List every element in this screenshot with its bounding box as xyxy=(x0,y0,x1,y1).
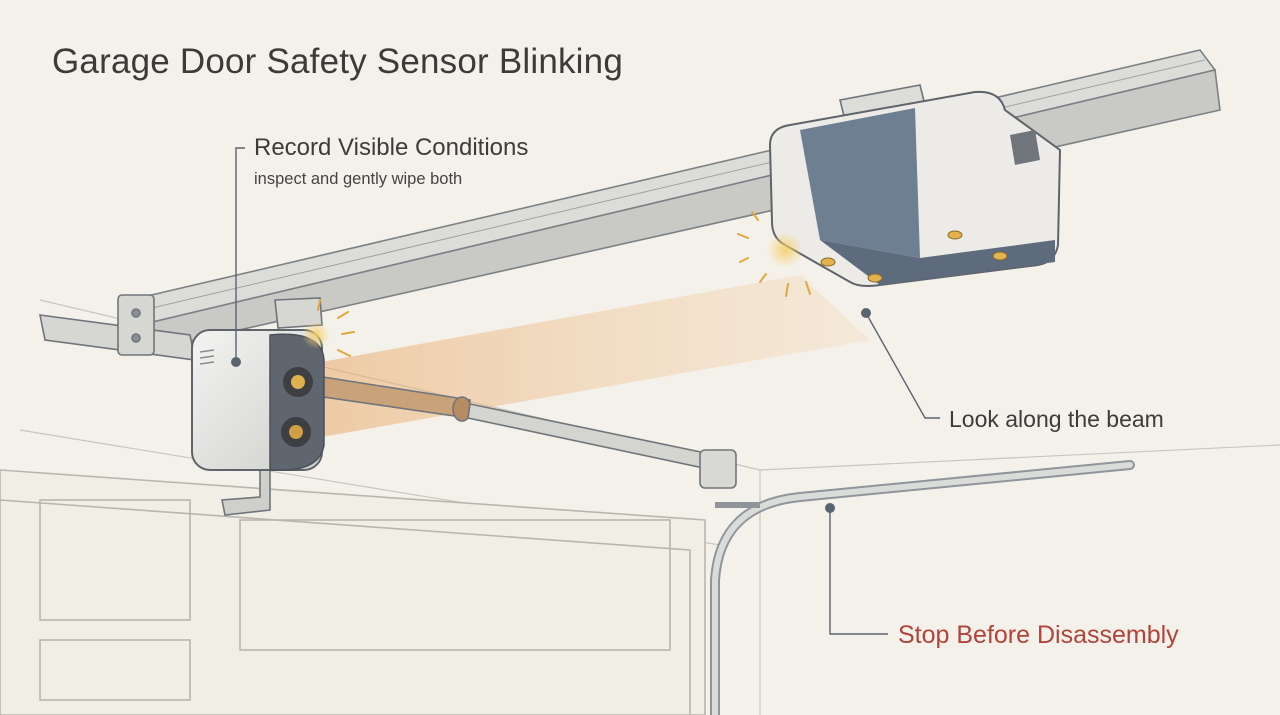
door-track-icon xyxy=(710,460,1135,715)
callout-stop-label: Stop Before Disassembly xyxy=(898,621,1179,649)
callout-record-dot xyxy=(231,357,241,367)
garage-door-icon xyxy=(0,469,706,715)
callout-stop-dot xyxy=(825,503,835,513)
callout-record-leader xyxy=(235,147,245,360)
header-bracket xyxy=(38,294,323,361)
callout-beam-leader xyxy=(865,312,940,419)
light-beam-icon xyxy=(305,275,870,440)
callout-stop-leader xyxy=(829,508,888,635)
callout-record-label: Record Visible Conditions xyxy=(254,134,529,161)
page-title: Garage Door Safety Sensor Blinking xyxy=(52,42,623,81)
garage-door-opener-icon xyxy=(737,84,1062,297)
callout-beam-label: Look along the beam xyxy=(949,406,1164,432)
door-arm xyxy=(309,374,737,489)
callout-record-sublabel: inspect and gently wipe both xyxy=(254,170,463,188)
callout-beam-dot xyxy=(861,308,871,318)
safety-sensor-icon xyxy=(191,299,355,516)
